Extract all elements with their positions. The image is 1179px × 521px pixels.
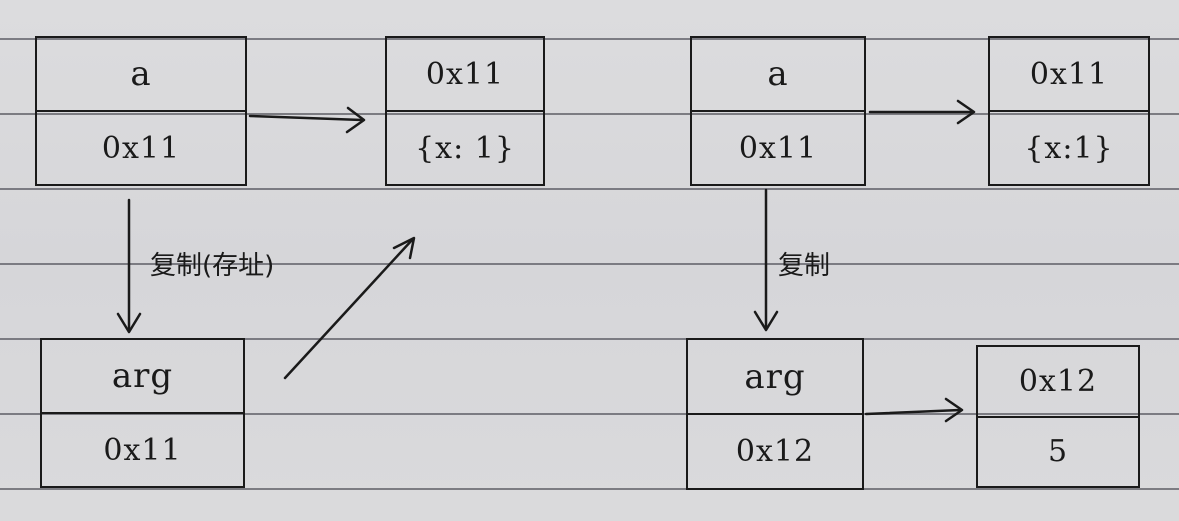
ruled-line bbox=[0, 488, 1179, 490]
right-param-arg-box: arg 0x12 bbox=[686, 338, 864, 490]
ruled-line bbox=[0, 338, 1179, 340]
arrow-left-arg-to-object bbox=[283, 236, 416, 380]
ruled-line bbox=[0, 413, 1179, 415]
right-param-arg-name: arg bbox=[688, 340, 862, 415]
right-new-object-address: 0x12 bbox=[978, 347, 1138, 418]
left-heap-object-address: 0x11 bbox=[387, 38, 543, 112]
left-param-arg-box: arg 0x11 bbox=[40, 338, 245, 488]
left-variable-a-address: 0x11 bbox=[101, 130, 181, 166]
arrow-left-a-to-object bbox=[248, 106, 366, 134]
ruled-line bbox=[0, 113, 1179, 115]
right-heap-object-box: 0x11 {x:1} bbox=[988, 36, 1150, 186]
arrow-right-a-to-object bbox=[868, 99, 976, 125]
right-new-object-value: 5 bbox=[1047, 434, 1069, 470]
left-variable-a-name: a bbox=[37, 38, 245, 112]
right-heap-object-value: {x:1} bbox=[1024, 130, 1114, 166]
right-param-arg-address: 0x12 bbox=[735, 434, 815, 469]
right-heap-object-address: 0x11 bbox=[990, 38, 1148, 112]
right-copy-label: 复制 bbox=[778, 251, 831, 281]
arrow-right-arg-to-new-object bbox=[864, 397, 964, 423]
right-variable-a-box: a 0x11 bbox=[690, 36, 866, 186]
left-heap-object-value: {x: 1} bbox=[415, 130, 515, 166]
ruled-line bbox=[0, 38, 1179, 40]
left-heap-object-box: 0x11 {x: 1} bbox=[385, 36, 545, 186]
right-variable-a-name: a bbox=[692, 38, 864, 112]
left-param-arg-name: arg bbox=[42, 340, 243, 414]
left-copy-label: 复制(存址) bbox=[150, 251, 275, 281]
left-variable-a-box: a 0x11 bbox=[35, 36, 247, 186]
ruled-line bbox=[0, 263, 1179, 265]
right-new-object-box: 0x12 5 bbox=[976, 345, 1140, 488]
ruled-line bbox=[0, 188, 1179, 190]
arrow-left-a-to-arg bbox=[116, 198, 142, 334]
left-param-arg-address: 0x11 bbox=[103, 432, 182, 468]
right-variable-a-address: 0x11 bbox=[738, 130, 818, 166]
arrow-right-a-to-arg bbox=[753, 188, 779, 332]
